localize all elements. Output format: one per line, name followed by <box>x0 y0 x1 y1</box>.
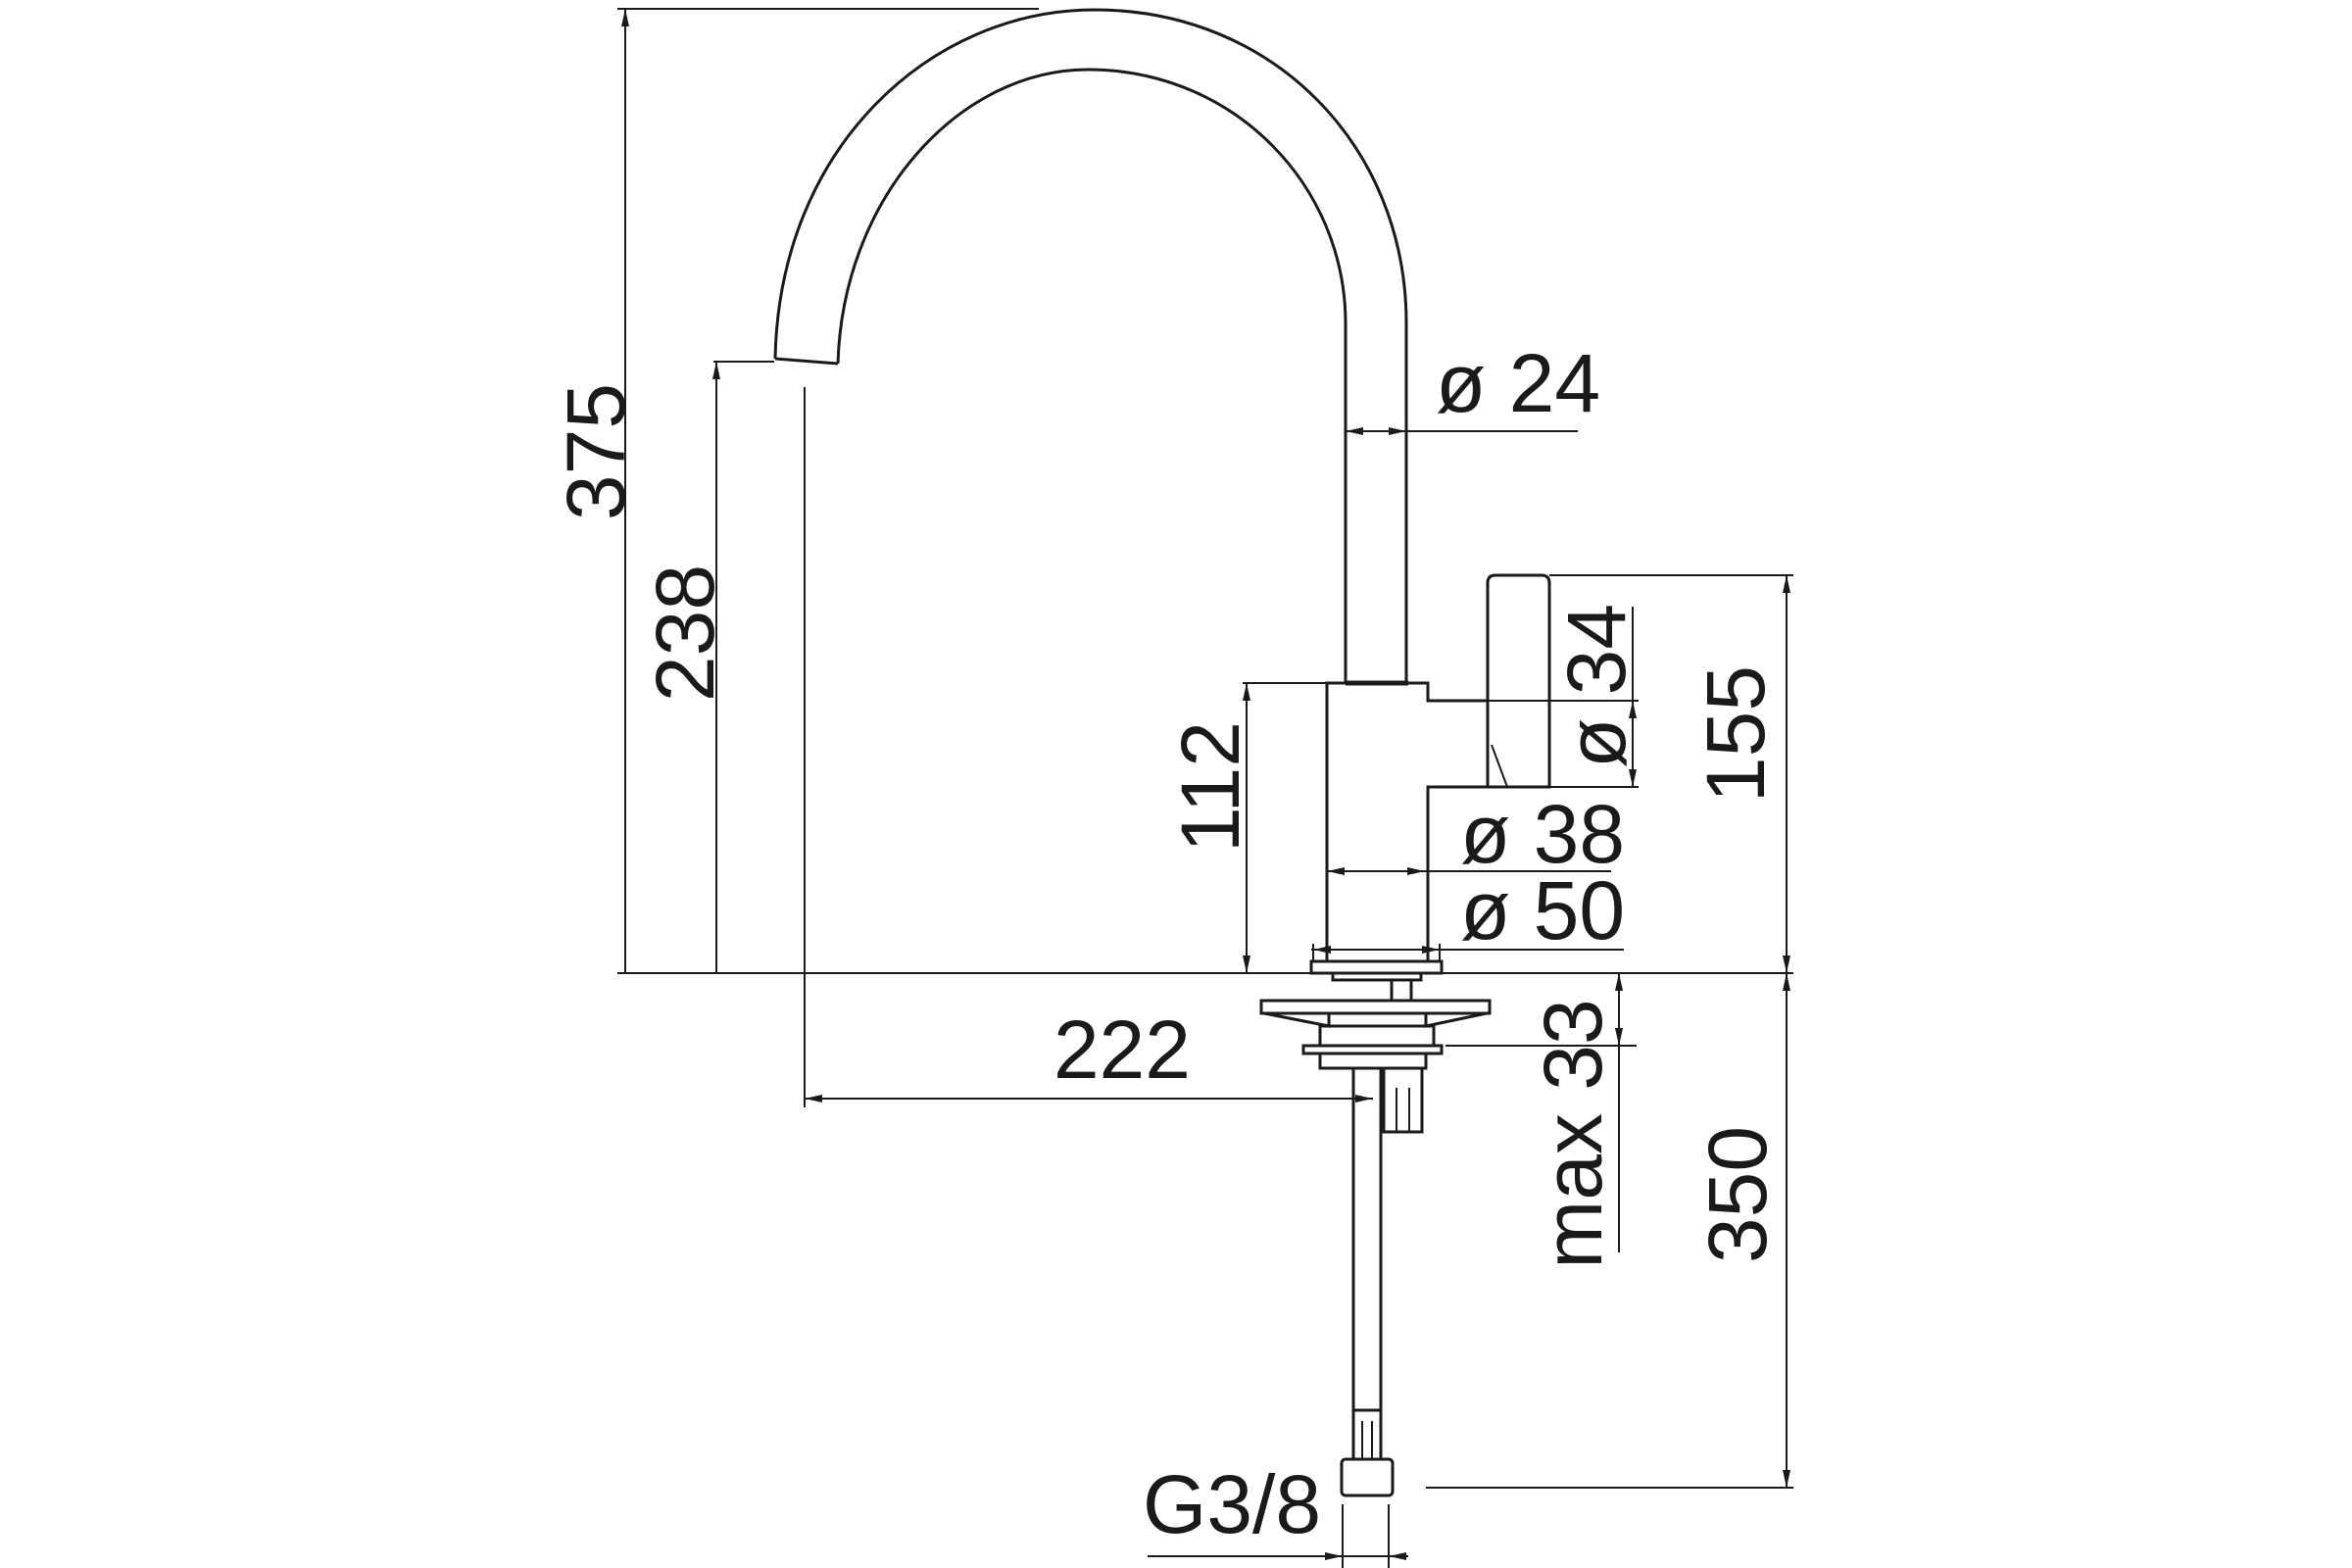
spout-inner-edge <box>836 68 1348 683</box>
label-total-height: 375 <box>550 383 642 520</box>
fixing-stud <box>1390 978 1413 1003</box>
dimension-arrows <box>621 9 1790 1560</box>
arrow-112-top <box>1243 683 1250 701</box>
arrow-350-top <box>1783 973 1790 991</box>
lever-bevel <box>1491 744 1508 788</box>
mixer-body <box>1325 681 1488 961</box>
arrow-155-bottom <box>1783 956 1790 973</box>
dimension-labels: 375 238 112 155 ø 34 222 ø 24 ø 38 ø 50 … <box>550 337 1784 1550</box>
label-body-diameter: ø 38 <box>1460 788 1625 880</box>
base-plate <box>1309 959 1444 975</box>
label-hose-length: 350 <box>1691 1126 1784 1263</box>
label-spout-height: 238 <box>639 564 731 702</box>
label-connection-thread: G3/8 <box>1143 1458 1321 1550</box>
label-body-height: 112 <box>1164 721 1256 853</box>
arrow-34-top <box>1629 701 1637 718</box>
label-max-deck-thickness: max 33 <box>1527 999 1619 1268</box>
label-lever-diameter: ø 34 <box>1550 604 1642 768</box>
arrow-50-right <box>1422 946 1440 954</box>
arrow-38-right <box>1407 867 1425 875</box>
dimension-lines <box>617 8 1793 1568</box>
arrow-238-top <box>712 362 720 379</box>
arrow-24-right <box>1389 427 1406 435</box>
arrow-38-left <box>1327 867 1345 875</box>
spout-outer-edge <box>773 8 1408 683</box>
arrow-155-top <box>1783 575 1790 593</box>
hose-nut <box>1340 1457 1395 1497</box>
nut-bottom <box>1318 1052 1428 1070</box>
fixing-flange <box>1259 999 1492 1015</box>
arrow-222-right <box>1355 1095 1373 1102</box>
arrow-375-top <box>621 9 629 26</box>
label-spout-reach: 222 <box>1054 1004 1191 1096</box>
arrow-thread-left <box>1325 1552 1343 1560</box>
flex-hose <box>1351 1066 1383 1412</box>
flange-support <box>1263 1011 1488 1028</box>
hose-ferrule <box>1351 1408 1383 1461</box>
label-spout-diameter: ø 24 <box>1436 337 1600 429</box>
arrow-112-bottom <box>1243 956 1250 973</box>
arrow-350-bottom <box>1783 1470 1790 1488</box>
arrow-max33-top <box>1615 973 1623 991</box>
arrow-222-left <box>805 1095 822 1102</box>
threaded-pin <box>1382 1066 1424 1134</box>
faucet-outline <box>773 8 1551 1497</box>
label-base-diameter: ø 50 <box>1460 864 1625 956</box>
arrow-24-left <box>1346 427 1363 435</box>
arrow-thread-right <box>1389 1552 1406 1560</box>
label-lever-height: 155 <box>1690 665 1782 803</box>
lever-handle <box>1486 573 1551 789</box>
arrow-max33-bottom <box>1615 1028 1623 1046</box>
fixing-nut <box>1318 1024 1436 1048</box>
spout-tip <box>774 357 839 366</box>
arrow-34-bottom <box>1629 769 1637 787</box>
arrow-50-left <box>1313 946 1331 954</box>
